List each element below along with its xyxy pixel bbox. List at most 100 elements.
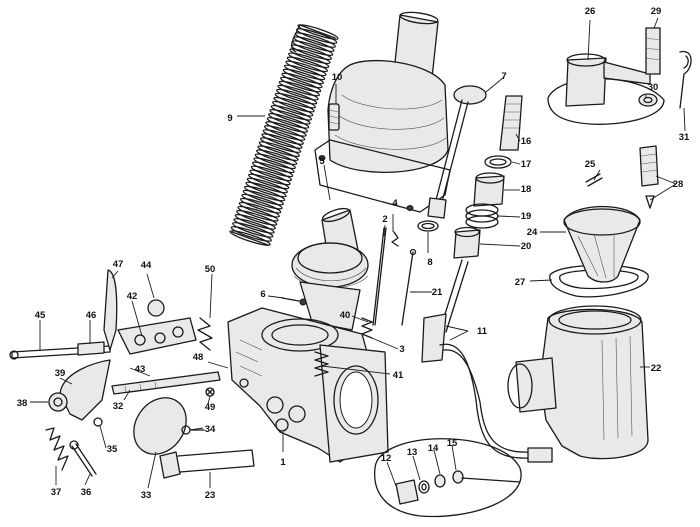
part-9-piston-spring	[229, 24, 339, 246]
spring-coil-turn	[229, 230, 271, 246]
spring-coil-turn	[256, 149, 298, 166]
spring-coil-turn	[265, 121, 307, 137]
callout-36: 36	[81, 487, 92, 498]
spring-coil-turn	[266, 117, 308, 133]
spring-coil-turn	[240, 197, 282, 214]
part-11-jet-assembly	[421, 259, 553, 463]
callout-29: 29	[651, 6, 662, 17]
spring-coil-turn	[241, 193, 283, 210]
part-12-bolt	[395, 479, 419, 505]
callout-3: 3	[399, 344, 404, 355]
part-18-jet-nut	[473, 172, 505, 207]
callout-40: 40	[340, 310, 351, 321]
spring-coil-turn	[230, 226, 272, 242]
part-49-screw	[205, 387, 215, 397]
part-50-spring	[197, 317, 213, 351]
part-2-jet-needle	[372, 227, 387, 326]
part-14-bush	[434, 474, 446, 488]
part-piston-assembly	[291, 207, 369, 331]
callout-39: 39	[55, 368, 66, 379]
spring-coil-turn	[233, 218, 275, 234]
spring-coil-turn	[238, 201, 280, 218]
part-48-screw	[239, 378, 249, 388]
spring-coil-turn	[252, 161, 294, 178]
callout-48: 48	[193, 352, 204, 363]
spring-coil-turn	[260, 137, 302, 153]
callout-21: 21	[432, 287, 443, 298]
callout-26: 26	[585, 6, 596, 17]
spring-coil-turn	[274, 92, 316, 109]
callout-22: 22	[651, 363, 662, 374]
part-31-clip	[679, 50, 692, 109]
callout-49: 49	[205, 402, 216, 413]
part-13-washer	[418, 480, 430, 494]
part-38-nut	[48, 392, 68, 412]
part-45-rod	[9, 345, 111, 360]
callout-41: 41	[393, 370, 404, 381]
callout-50: 50	[205, 264, 216, 275]
inset-circle	[374, 438, 522, 518]
callout-44: 44	[141, 260, 152, 271]
spring-coil-turn	[289, 48, 331, 65]
callout-43: 43	[135, 364, 146, 375]
callout-4: 4	[392, 198, 398, 209]
part-5-suction-chamber	[314, 11, 451, 213]
spring-coil-turn	[257, 145, 299, 161]
callout-10: 10	[332, 72, 343, 83]
part-4-needle-spring	[391, 231, 399, 247]
spring-coil-turn	[272, 100, 314, 117]
callout-15: 15	[447, 438, 458, 449]
part-10-screw	[328, 103, 340, 131]
spring-coil-turn	[246, 177, 288, 194]
part-39-lever	[59, 359, 111, 421]
callout-33: 33	[141, 490, 152, 501]
part-23-spindle	[159, 449, 255, 479]
spring-coil-turn	[269, 109, 311, 125]
spring-coil-turn	[278, 80, 320, 97]
spring-coil-turn	[297, 24, 339, 40]
part-33-throttle-disc	[133, 397, 187, 455]
spring-coil-turn	[234, 214, 276, 230]
callout-27: 27	[515, 277, 526, 288]
spring-coil-turn	[242, 189, 284, 206]
spring-coil-turn	[253, 157, 295, 174]
callout-19: 19	[521, 211, 532, 222]
part-17-washer	[484, 155, 512, 169]
callout-7: 7	[501, 71, 506, 82]
spring-coil-turn	[276, 88, 318, 105]
part-16-jet-bearing	[499, 95, 523, 151]
callout-28: 28	[673, 179, 684, 190]
part-6-damper-pin	[281, 297, 307, 306]
spring-coil-turn	[292, 40, 334, 56]
callout-38: 38	[17, 398, 28, 409]
callout-16: 16	[521, 136, 532, 147]
spring-coil-turn	[273, 96, 315, 113]
callout-34: 34	[205, 424, 216, 435]
part-21-needle	[401, 248, 417, 326]
spring-coil-turn	[237, 205, 279, 222]
callout-14: 14	[428, 443, 439, 454]
callout-5: 5	[319, 156, 325, 167]
callout-12: 12	[381, 453, 392, 464]
spring-coil-turn	[268, 113, 310, 129]
callout-24: 24	[527, 227, 538, 238]
part-47-lever	[103, 269, 118, 351]
callout-31: 31	[679, 132, 690, 143]
spring-coil-turn	[245, 181, 287, 198]
spring-coil-turn	[285, 60, 327, 77]
spring-coil-turn	[258, 141, 300, 157]
spring-coil-turn	[232, 222, 274, 238]
part-15-washer	[452, 470, 521, 484]
spring-coil-turn	[244, 185, 286, 202]
part-29-screw	[645, 27, 661, 75]
spring-coil-turn	[296, 28, 338, 44]
spring-coil-turn	[294, 32, 336, 48]
callout-6: 6	[260, 289, 265, 300]
part-8-washer	[417, 220, 439, 232]
part-32-spindle	[111, 371, 221, 395]
part-41-spring	[314, 351, 329, 377]
leader-lines	[30, 17, 686, 489]
callout-25: 25	[585, 159, 596, 170]
